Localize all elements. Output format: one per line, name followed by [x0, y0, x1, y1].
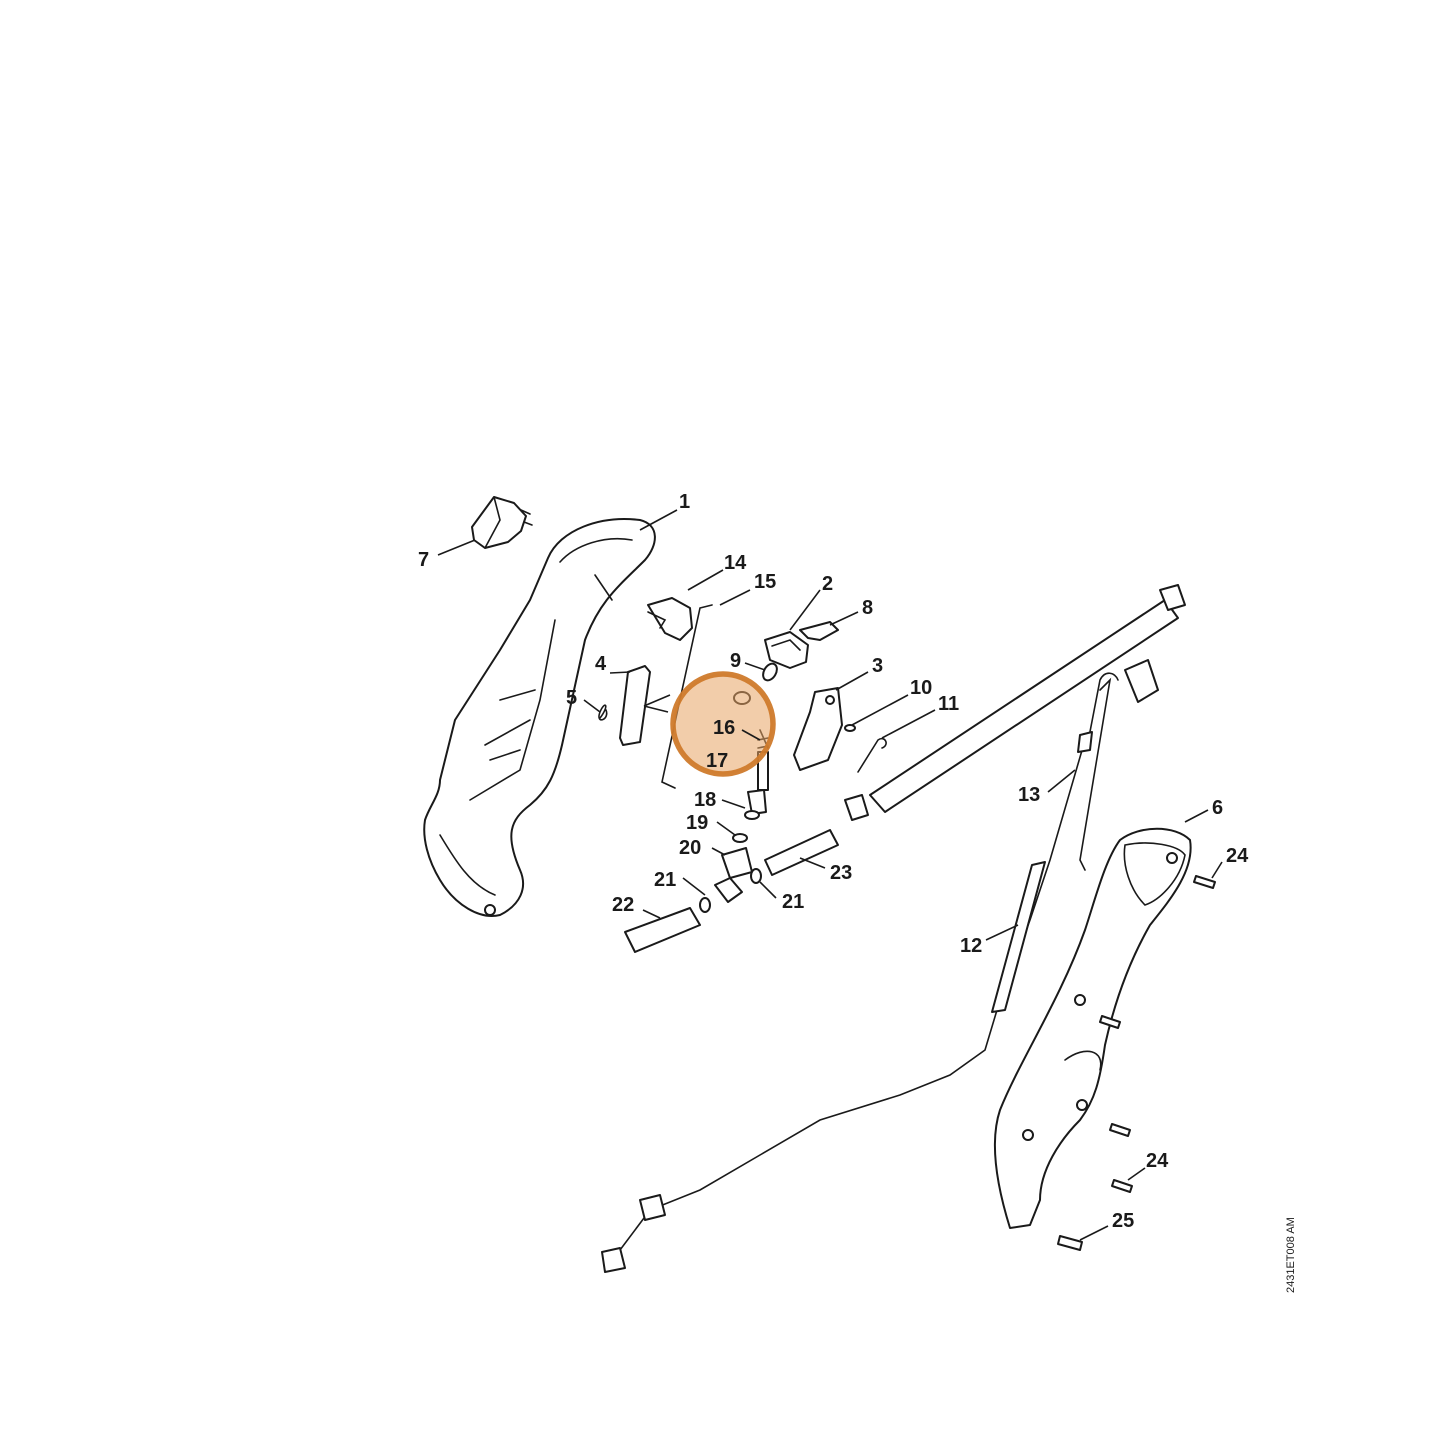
part-6-handle-half	[993, 827, 1192, 1229]
callout-11: 11	[938, 693, 959, 715]
callout-25: 25	[1112, 1210, 1134, 1232]
callout-4: 4	[595, 653, 607, 675]
parts-18-23	[624, 789, 839, 953]
part-2-switch	[764, 631, 809, 669]
callout-labels: 1 2 3 4 5 6 7 8 9 10 11 12 13 14 15 16 1…	[418, 491, 1249, 1232]
callout-15: 15	[754, 571, 776, 593]
callout-19: 19	[686, 812, 708, 834]
part-14-lever	[647, 597, 693, 641]
callout-5: 5	[566, 687, 577, 709]
screws	[1057, 875, 1216, 1251]
callout-9: 9	[730, 650, 741, 672]
callout-12: 12	[960, 935, 982, 957]
part-1-handle-half	[423, 518, 656, 917]
drawing-code: 2431ET008 AM	[1285, 1217, 1297, 1293]
callout-1: 1	[679, 491, 690, 513]
callout-14: 14	[724, 552, 747, 574]
callout-16: 16	[713, 717, 735, 739]
part-12-13-cable	[601, 659, 1159, 1273]
part-9-ring	[762, 662, 778, 682]
part-5-spring	[598, 704, 608, 721]
part-8-clip	[799, 621, 839, 641]
part-4-bar	[619, 665, 651, 746]
callout-21-left: 21	[654, 869, 676, 891]
callout-8: 8	[862, 597, 873, 619]
leader-lines	[437, 509, 1223, 1241]
part-10-pin	[844, 724, 856, 732]
callout-3: 3	[872, 655, 883, 677]
tube-assembly	[844, 584, 1186, 821]
callout-13: 13	[1018, 784, 1040, 806]
callout-24-top: 24	[1226, 845, 1249, 867]
callout-21-right: 21	[782, 891, 804, 913]
callout-10: 10	[910, 677, 932, 699]
callout-17: 17	[706, 750, 728, 772]
callout-24-bottom: 24	[1146, 1150, 1169, 1172]
callout-20: 20	[679, 837, 701, 859]
callout-7: 7	[418, 549, 429, 571]
highlight-ring	[670, 671, 776, 777]
callout-22: 22	[612, 894, 634, 916]
callout-23: 23	[830, 862, 852, 884]
callout-6: 6	[1212, 797, 1223, 819]
part-11-spring	[857, 737, 887, 773]
callout-18: 18	[694, 789, 716, 811]
callout-2: 2	[822, 573, 833, 595]
part-3-cover	[793, 687, 843, 771]
part-7-cap	[471, 496, 533, 549]
